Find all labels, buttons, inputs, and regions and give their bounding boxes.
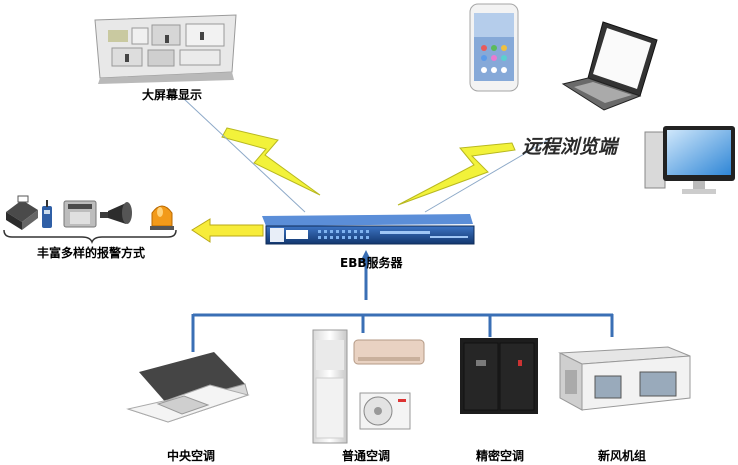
floor-standing-ac-icon: [312, 329, 348, 444]
link-line-remote: [424, 139, 549, 213]
label-central-ac: 中央空调: [167, 449, 216, 463]
floor-plan-icon: [94, 14, 237, 84]
laptop-icon: [561, 21, 658, 111]
bus-lines: [191, 255, 614, 352]
walkie-talkie-icon: [42, 200, 52, 228]
label-server: EBB服务器: [340, 256, 403, 270]
warning-light-icon: [150, 205, 174, 230]
label-alarm-methods: 丰富多样的报警方式: [37, 246, 146, 260]
smartphone-icon: [469, 3, 519, 92]
label-remote-browser: 远程浏览端: [522, 136, 618, 158]
telephone-icon: [63, 200, 97, 228]
label-precision-ac: 精密空调: [476, 449, 525, 463]
fax-icon: [6, 195, 38, 230]
lightning-left-icon: [221, 127, 321, 196]
label-normal-ac: 普通空调: [342, 449, 391, 463]
bus-arrow-up: [360, 250, 372, 262]
fresh-air-unit-icon: [558, 346, 691, 411]
precision-ac-icon: [460, 338, 538, 414]
alarm-brace: [3, 229, 177, 245]
label-fresh-air: 新风机组: [598, 449, 647, 463]
link-line-big-screen: [182, 97, 306, 213]
label-big-screen: 大屏幕显示: [142, 88, 203, 102]
lightning-right-icon: [397, 142, 516, 206]
central-ac-icon: [126, 352, 250, 423]
desktop-computer-icon: [644, 126, 735, 194]
siren-icon: [100, 202, 132, 224]
outdoor-unit-icon: [359, 392, 411, 430]
server-icon: [262, 214, 475, 245]
arrow-to-alarms-icon: [191, 218, 264, 243]
wall-ac-icon: [353, 339, 425, 365]
